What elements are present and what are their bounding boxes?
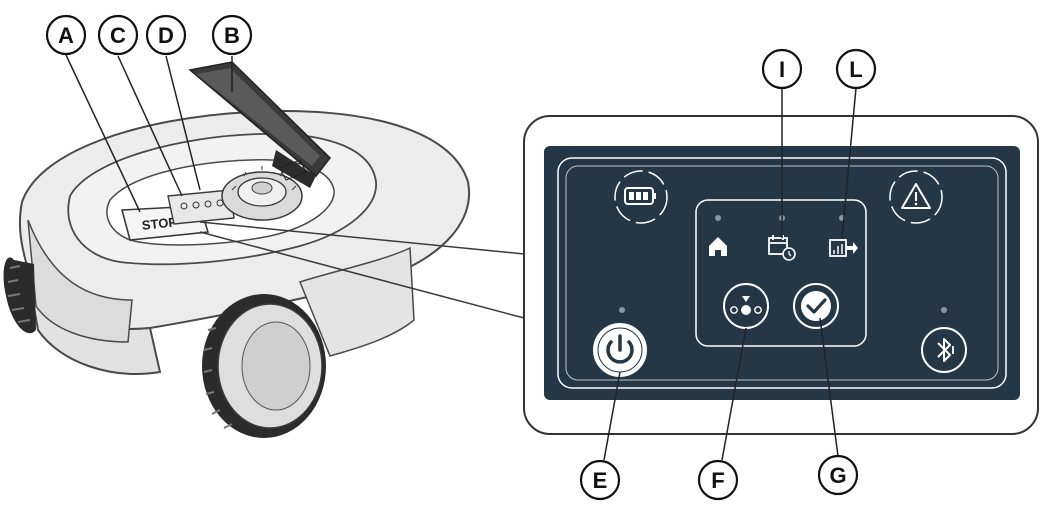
callout-d-label: D — [158, 23, 174, 48]
mower-front-panel — [27, 219, 133, 343]
callout-l-label: L — [849, 57, 862, 82]
confirm-button — [793, 283, 839, 329]
mode-group-outline — [695, 199, 867, 347]
leader-lines — [65, 54, 857, 461]
joystick-icon — [730, 296, 762, 315]
callout-l: L — [835, 48, 877, 90]
home-led — [715, 215, 721, 221]
check-icon — [806, 298, 827, 314]
callout-b: B — [211, 14, 253, 56]
stop-label: STOP — [141, 214, 178, 233]
mower-keypad — [167, 189, 235, 225]
mower-lid — [188, 61, 332, 188]
mower-rear-body — [299, 246, 415, 357]
callout-c-label: C — [110, 23, 126, 48]
callout-e: E — [579, 459, 621, 501]
bluetooth-icon — [937, 338, 951, 362]
panel-surface — [544, 146, 1020, 400]
callout-a-label: A — [58, 23, 74, 48]
map-export-icon — [829, 239, 858, 257]
warning-icon — [889, 170, 943, 224]
height-adjust-dial — [221, 166, 303, 221]
mower-wheel-right — [202, 294, 326, 438]
power-icon — [606, 334, 634, 364]
bluetooth-led — [941, 307, 947, 313]
callout-e-label: E — [593, 468, 608, 493]
power-led — [619, 307, 625, 313]
callout-i-label: I — [779, 57, 785, 82]
power-button — [593, 323, 647, 377]
bluetooth-button — [921, 327, 967, 373]
battery-icon — [614, 170, 668, 224]
callout-c: C — [97, 14, 139, 56]
control-panel-zoom — [523, 115, 1039, 435]
callout-b-label: B — [224, 23, 240, 48]
calendar-clock-icon — [768, 235, 796, 261]
mower-wheel-left — [3, 257, 36, 334]
callout-f: F — [697, 459, 739, 501]
callout-a: A — [45, 14, 87, 56]
callout-g-label: G — [829, 463, 846, 488]
callout-d: D — [145, 14, 187, 56]
zoom-lines — [199, 221, 525, 319]
robotic-mower: STOP — [3, 61, 471, 438]
home-icon — [709, 237, 727, 256]
callout-g: G — [817, 454, 859, 496]
callout-f-label: F — [711, 468, 724, 493]
callout-i: I — [761, 48, 803, 90]
